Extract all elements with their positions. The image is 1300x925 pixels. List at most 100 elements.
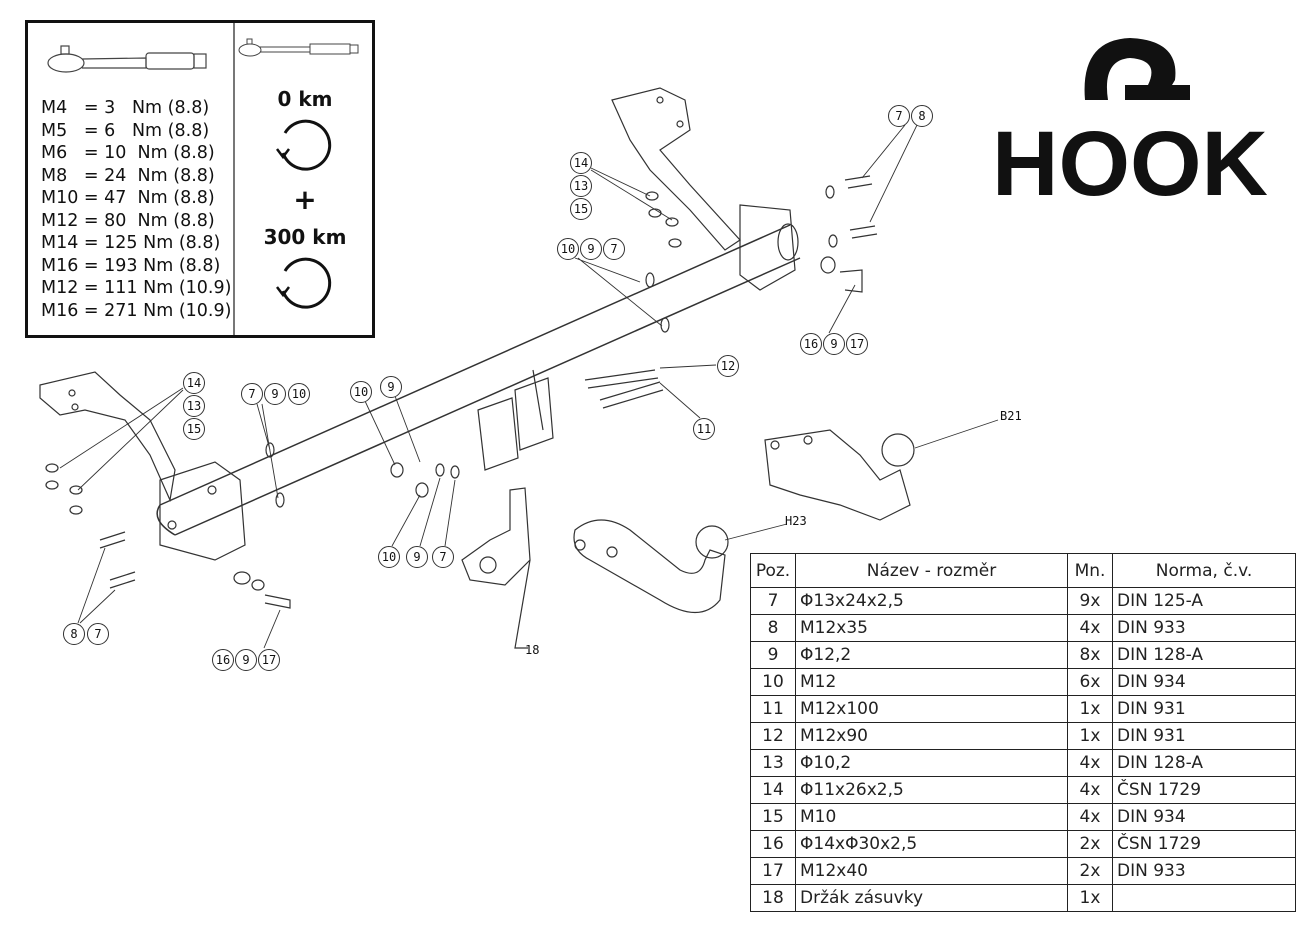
col-quantity: Mn. [1067, 553, 1113, 588]
cell-qty: 8x [1067, 641, 1113, 669]
cell-pos: 9 [750, 641, 796, 669]
cell-pos: 16 [750, 830, 796, 858]
cell-name: M12x90 [795, 722, 1068, 750]
callout-number: 7 [603, 238, 625, 260]
torque-line: M8 = 24 Nm (8.8) [41, 165, 215, 186]
cell-name: Φ12,2 [795, 641, 1068, 669]
divider [233, 23, 235, 335]
cell-qty: 2x [1067, 857, 1113, 885]
right-side-bracket [611, 87, 796, 291]
crossbar-tube [156, 223, 801, 536]
callout-number: 10 [557, 238, 579, 260]
tow-ball-h23 [573, 519, 729, 613]
callout-number: 7 [432, 546, 454, 568]
callout-number: 16 [800, 333, 822, 355]
first-check-label: 0 km [277, 87, 333, 111]
cell-std: DIN 931 [1112, 695, 1296, 723]
callout-number: 13 [183, 395, 205, 417]
cell-pos: 11 [750, 695, 796, 723]
tow-ball-b21 [764, 429, 915, 521]
cell-std: DIN 933 [1112, 857, 1296, 885]
rotate-arrow-icon [276, 257, 332, 309]
cell-std: DIN 125-A [1112, 587, 1296, 615]
col-standard: Norma, č.v. [1112, 553, 1296, 588]
cell-name: M12x35 [795, 614, 1068, 642]
cell-name: Φ11x26x2,5 [795, 776, 1068, 804]
cell-qty: 1x [1067, 695, 1113, 723]
torque-line: M12 = 111 Nm (10.9) [41, 278, 232, 298]
callout-number: 15 [570, 198, 592, 220]
torque-line: M16 = 193 Nm (8.8) [41, 255, 221, 276]
cell-qty: 1x [1067, 722, 1113, 750]
callout-number: 13 [570, 175, 592, 197]
torque-line: M4 = 3 Nm (8.8) [41, 98, 210, 118]
callout-number: 9 [235, 649, 257, 671]
callout-number: 9 [406, 546, 428, 568]
torque-table-box: M4 = 3 Nm (8.8) M5 = 6 Nm (8.8) M6 = 10 … [25, 20, 375, 338]
cell-std: DIN 933 [1112, 614, 1296, 642]
callout-number: 9 [823, 333, 845, 355]
plus-sign: + [293, 183, 317, 216]
cell-name: M12x40 [795, 857, 1068, 885]
cell-std: ČSN 1729 [1112, 776, 1296, 804]
cell-std: DIN 931 [1112, 722, 1296, 750]
cell-name: Φ14xΦ30x2,5 [795, 830, 1068, 858]
cell-qty: 1x [1067, 884, 1113, 912]
col-position: Poz. [750, 553, 796, 588]
tag-h23: H23 [785, 514, 807, 528]
cell-pos: 8 [750, 614, 796, 642]
torque-values-list: M4 = 3 Nm (8.8) M5 = 6 Nm (8.8) M6 = 10 … [41, 97, 231, 322]
cell-qty: 9x [1067, 587, 1113, 615]
callout-number: 9 [580, 238, 602, 260]
cell-qty: 4x [1067, 803, 1113, 831]
socket-holder-bracket [461, 487, 531, 649]
callout-number: 7 [241, 383, 263, 405]
cell-qty: 2x [1067, 830, 1113, 858]
torque-wrench-icon [47, 45, 207, 73]
callout-number: 9 [380, 376, 402, 398]
torque-line: M16 = 271 Nm (10.9) [41, 300, 232, 321]
table-header: Poz. Název - rozměr Mn. Norma, č.v. [750, 553, 1296, 588]
torque-line: M14 = 125 Nm (8.8) [41, 233, 221, 253]
cell-name: Držák zásuvky [795, 884, 1068, 912]
second-check-label: 300 km [263, 225, 347, 249]
cell-std: DIN 934 [1112, 803, 1296, 831]
callout-number: 14 [183, 372, 205, 394]
leader-lines [59, 124, 999, 649]
callout-number: 7 [888, 105, 910, 127]
center-mounting-plates [477, 369, 554, 471]
cell-pos: 15 [750, 803, 796, 831]
cell-pos: 12 [750, 722, 796, 750]
cell-pos: 17 [750, 857, 796, 885]
torque-line: M6 = 10 Nm (8.8) [41, 143, 215, 163]
cell-std [1112, 884, 1296, 912]
bolts [99, 175, 878, 609]
cell-pos: 7 [750, 587, 796, 615]
callout-number: 7 [87, 623, 109, 645]
callout-number: 15 [183, 418, 205, 440]
logo-text: HOOK [992, 113, 1268, 200]
torque-line: M10 = 47 Nm (8.8) [41, 188, 215, 208]
left-side-bracket [39, 371, 246, 561]
callout-number: 8 [63, 623, 85, 645]
cell-pos: 18 [750, 884, 796, 912]
cell-std: DIN 934 [1112, 668, 1296, 696]
callout-number: 9 [264, 383, 286, 405]
cell-name: Φ10,2 [795, 749, 1068, 777]
col-name-size: Název - rozměr [795, 553, 1068, 588]
cell-pos: 10 [750, 668, 796, 696]
callout-number: 17 [258, 649, 280, 671]
callout-number: 10 [288, 383, 310, 405]
torque-line: M5 = 6 Nm (8.8) [41, 120, 210, 141]
rotate-arrow-icon [276, 119, 332, 171]
